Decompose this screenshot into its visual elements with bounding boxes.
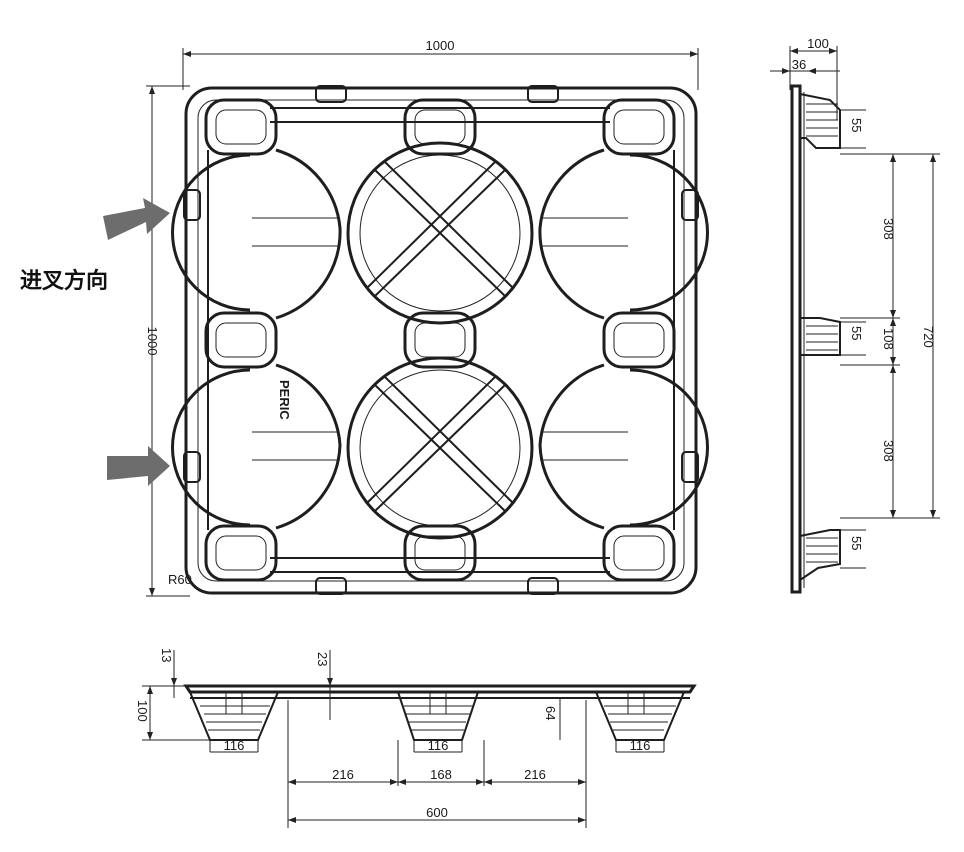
fork-direction-arrows [103, 198, 170, 486]
front-top-dim: 13 [159, 648, 174, 662]
side-leg-dim-2: 55 [849, 326, 864, 340]
side-span-dim-3: 308 [881, 440, 896, 462]
side-leg-dim-1: 55 [849, 118, 864, 132]
side-span-dim-1: 308 [881, 218, 896, 240]
front-span-dim-1: 216 [332, 767, 354, 782]
top-height-dim: 1000 [145, 327, 160, 356]
top-width-dim: 1000 [426, 38, 455, 53]
side-ribs [171, 148, 709, 530]
side-overall-span: 720 [921, 326, 936, 348]
fork-direction-label: 进叉方向 [20, 268, 108, 294]
front-inner-dim: 64 [543, 706, 558, 720]
center-ribs [346, 141, 534, 540]
front-view: 100 13 23 64 116 116 116 [135, 648, 697, 828]
support-blocks [204, 98, 676, 582]
front-height-dim: 100 [135, 700, 150, 722]
brand-text: PERIC [277, 380, 292, 420]
front-foot-dim-2: 116 [428, 738, 449, 753]
side-span-dim-2: 108 [881, 328, 896, 350]
side-total-dim: 100 [807, 36, 829, 51]
front-mid-dim: 23 [315, 652, 330, 666]
front-span-dim-2: 168 [430, 767, 452, 782]
side-view: 100 36 55 55 55 [770, 36, 940, 594]
front-span-dim-3: 216 [524, 767, 546, 782]
top-view: 1000 1000 R60 [20, 38, 709, 597]
side-leg-dim-3: 55 [849, 536, 864, 550]
side-deck-dim: 36 [792, 57, 806, 72]
front-foot-dim-1: 116 [224, 738, 245, 753]
front-foot-dim-3: 116 [630, 738, 651, 753]
front-overall-span: 600 [426, 805, 448, 820]
